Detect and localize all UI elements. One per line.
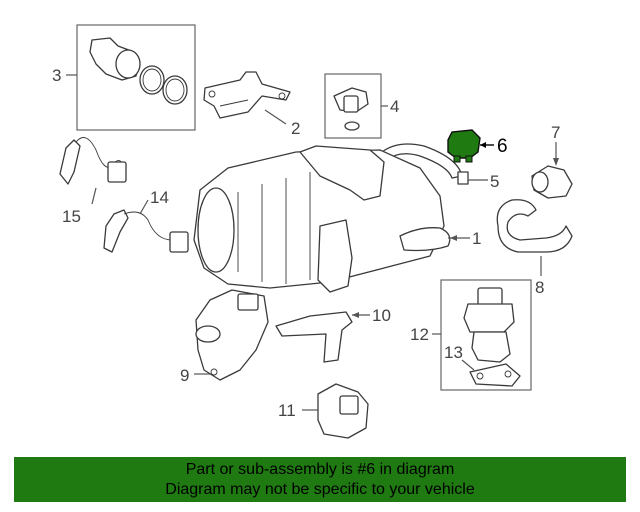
part-2-bracket[interactable]: 2 xyxy=(203,71,300,138)
part-7-sensor[interactable]: 7 xyxy=(531,123,573,199)
callout-8: 8 xyxy=(535,278,544,297)
part-12-group[interactable]: 12 13 xyxy=(410,279,532,391)
parts-diagram: 3 2 4 6 5 7 xyxy=(52,24,573,439)
callout-1: 1 xyxy=(472,229,481,248)
callout-4: 4 xyxy=(390,97,399,116)
info-banner: Part or sub-assembly is #6 in diagram Di… xyxy=(14,457,626,502)
callout-10: 10 xyxy=(372,306,391,325)
part-14-sensor[interactable]: 14 xyxy=(103,188,189,253)
callout-11: 11 xyxy=(278,401,296,420)
callout-3: 3 xyxy=(52,66,61,85)
part-9-valve[interactable]: 9 xyxy=(180,289,269,385)
callout-15: 15 xyxy=(62,207,81,226)
part-10-hose[interactable]: 10 xyxy=(275,306,391,363)
part-8-hose[interactable]: 8 xyxy=(496,199,573,297)
part-11-module[interactable]: 11 xyxy=(278,383,369,439)
callout-14: 14 xyxy=(150,188,169,207)
callout-9: 9 xyxy=(180,366,189,385)
part-3-group[interactable]: 3 xyxy=(52,24,196,131)
callout-5: 5 xyxy=(490,172,499,191)
callout-6: 6 xyxy=(497,136,508,157)
part-5-hose[interactable]: 5 xyxy=(381,143,499,191)
banner-line-2: Diagram may not be specific to your vehi… xyxy=(165,481,475,498)
callout-7: 7 xyxy=(551,123,560,142)
part-15-sensor[interactable]: 15 xyxy=(59,137,127,227)
callout-13: 13 xyxy=(444,343,463,362)
callout-2: 2 xyxy=(291,119,300,138)
callout-12: 12 xyxy=(410,325,429,344)
part-1-canister[interactable]: 1 xyxy=(193,145,481,293)
part-4-group[interactable]: 4 xyxy=(324,73,399,139)
part-6-highlighted[interactable]: 6 xyxy=(447,129,508,163)
banner-line-1: Part or sub-assembly is #6 in diagram xyxy=(185,461,455,478)
